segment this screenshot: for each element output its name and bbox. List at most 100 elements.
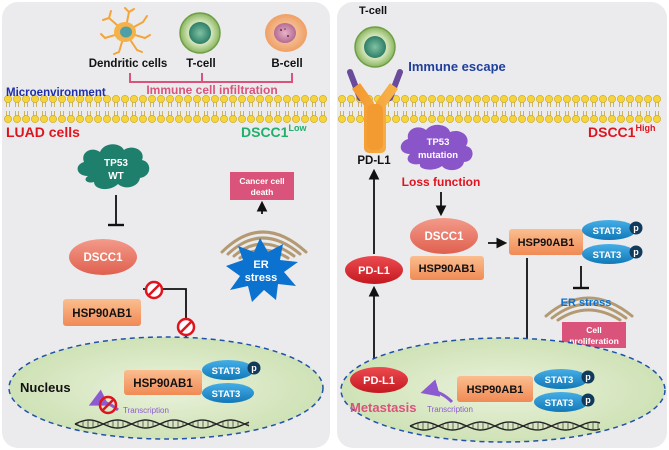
lipid-head: [247, 95, 255, 103]
hsp90ab1-nuclear-label: HSP90AB1: [133, 378, 193, 390]
mutation-label: mutation: [418, 150, 458, 161]
lipid-head: [49, 95, 57, 103]
lipid-head: [491, 115, 499, 123]
lipid-head: [229, 115, 237, 123]
lipid-head: [419, 95, 427, 103]
immune-escape-label: Immune escape: [408, 59, 506, 74]
lipid-head: [67, 95, 75, 103]
tp53-label-right: TP53: [427, 137, 450, 148]
tp53-label: TP53: [104, 158, 128, 169]
block-icon: [144, 280, 164, 300]
block-icon: [176, 317, 196, 337]
lipid-head: [617, 115, 625, 123]
t-cell-icon: [354, 26, 396, 68]
lipid-head: [139, 115, 147, 123]
lipid-head: [527, 115, 535, 123]
lipid-head: [509, 95, 517, 103]
cancer-death-box: [230, 172, 294, 200]
block-icon: [98, 395, 118, 415]
lipid-head: [112, 95, 120, 103]
er-stress-label-right: ER stress: [561, 297, 612, 309]
lipid-head: [599, 115, 607, 123]
lipid-head: [139, 95, 147, 103]
lipid-head: [356, 115, 364, 123]
lipid-head: [455, 95, 463, 103]
wt-label: WT: [108, 171, 124, 182]
lipid-head: [563, 95, 571, 103]
lipid-head: [437, 115, 445, 123]
lipid-head: [13, 95, 21, 103]
lipid-head: [554, 115, 562, 123]
phospho-icon: [581, 393, 595, 407]
dscc1-low-label: DSCC1Low: [241, 123, 307, 140]
lipid-head: [554, 95, 562, 103]
lipid-head: [283, 115, 291, 123]
lipid-head: [94, 95, 102, 103]
stat3-label: STAT3: [545, 398, 574, 409]
lipid-head: [500, 95, 508, 103]
lipid-head: [347, 95, 355, 103]
phospho-label: p: [585, 372, 591, 382]
lipid-head: [283, 95, 291, 103]
lipid-head: [148, 95, 156, 103]
lipid-head: [419, 115, 427, 123]
left-membrane: [4, 95, 327, 123]
hsp90ab1-nuclear-label-right: HSP90AB1: [467, 384, 524, 396]
t-cell-label: T-cell: [186, 58, 215, 70]
hsp90ab1-nuclear-node-right: [457, 376, 533, 402]
phospho-label: p: [633, 223, 639, 233]
tp53-wt-cloud: [77, 144, 150, 190]
lipid-head: [464, 95, 472, 103]
left-panel: [2, 2, 330, 448]
lipid-head: [545, 95, 553, 103]
cancer-death-label-2: death: [251, 187, 274, 197]
lipid-head: [130, 95, 138, 103]
lipid-head: [428, 115, 436, 123]
lipid-head: [338, 115, 346, 123]
stat3-node: [582, 244, 636, 264]
stat3-node: [202, 383, 254, 403]
microenvironment-label: Microenvironment: [6, 87, 106, 99]
lipid-head: [103, 95, 111, 103]
transcription-label: Transcription: [123, 406, 169, 415]
dna-helix-icon: [74, 419, 250, 429]
lipid-head: [401, 115, 409, 123]
lipid-head: [319, 115, 327, 123]
lipid-head: [608, 115, 616, 123]
lipid-head: [410, 115, 418, 123]
metastasis-label: Metastasis: [350, 400, 416, 415]
cancer-death-label: Cancer cell: [239, 176, 284, 186]
lipid-head: [644, 95, 652, 103]
lipid-head: [500, 115, 508, 123]
lipid-head: [274, 95, 282, 103]
transcription-label-right: Transcription: [427, 405, 473, 414]
lipid-head: [590, 95, 598, 103]
lipid-head: [572, 115, 580, 123]
lipid-head: [437, 95, 445, 103]
dscc1-node: [69, 239, 137, 275]
lipid-head: [229, 95, 237, 103]
lipid-head: [157, 95, 165, 103]
lipid-head: [482, 95, 490, 103]
pd-l1-node-nuclear: [350, 367, 408, 393]
lipid-head: [85, 95, 93, 103]
lipid-head: [536, 115, 544, 123]
lipid-head: [40, 115, 48, 123]
phospho-icon: [629, 221, 643, 235]
lipid-head: [202, 115, 210, 123]
dendritic-cells-label: Dendritic cells: [89, 58, 168, 70]
lipid-head: [157, 115, 165, 123]
lipid-head: [319, 95, 327, 103]
lipid-head: [265, 95, 273, 103]
hsp90ab1-label-right-2: HSP90AB1: [518, 237, 575, 249]
lipid-head: [238, 95, 246, 103]
lipid-head: [518, 115, 526, 123]
lipid-head: [274, 115, 282, 123]
phospho-icon: [629, 245, 643, 259]
lipid-head: [211, 95, 219, 103]
hsp90ab1-node: [63, 299, 141, 326]
lipid-head: [446, 115, 454, 123]
lipid-head: [31, 95, 39, 103]
lipid-head: [347, 115, 355, 123]
lipid-head: [401, 95, 409, 103]
